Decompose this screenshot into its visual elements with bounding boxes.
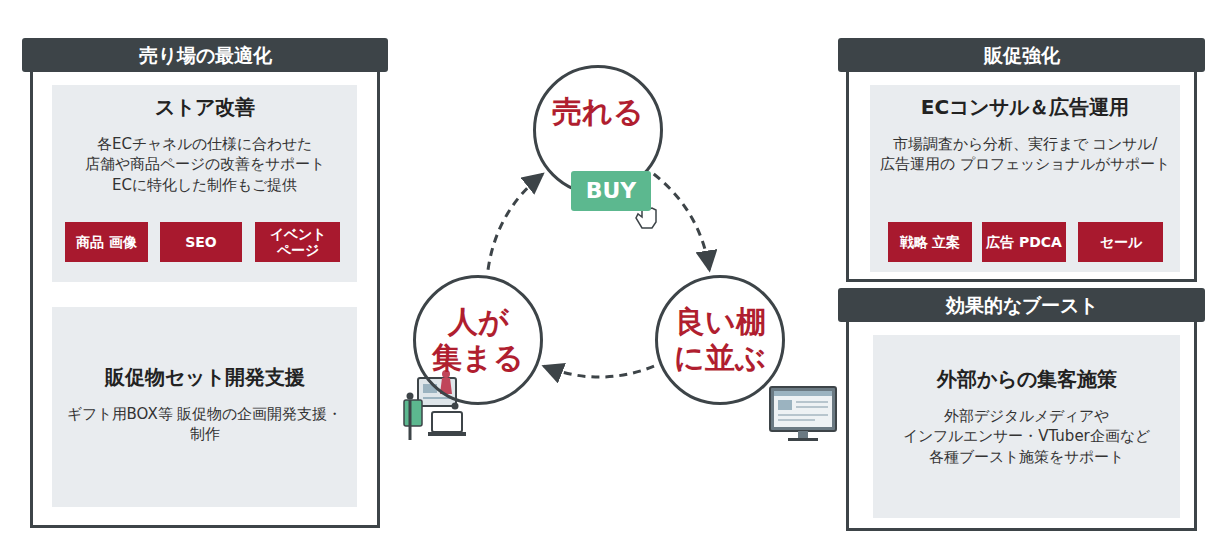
buy-button: BUY xyxy=(571,171,651,211)
box-body: ギフト用BOX等 販促物の企画開発支援・制作 xyxy=(52,404,357,445)
tag-label: イベント ページ xyxy=(255,226,340,258)
circle-label: 売れる xyxy=(552,94,644,130)
people-screens-icon xyxy=(404,370,466,440)
panel-heading: 効果的なブースト xyxy=(838,288,1205,322)
tag-label: SEO xyxy=(185,234,217,250)
cycle-circle: 売れるBUY xyxy=(533,65,663,195)
box-heading: 販促物セット開発支援 xyxy=(52,365,357,390)
tag-box: 商品 画像 xyxy=(65,222,148,262)
service-box: 販促物セット開発支援ギフト用BOX等 販促物の企画開発支援・制作 xyxy=(52,307,357,507)
circle-label: 人が 集まる xyxy=(416,304,540,376)
box-body: 各ECチャネルの仕様に合わせた 店舗や商品ページの改善をサポート ECに特化した… xyxy=(52,134,357,195)
panel-heading: 売り場の最適化 xyxy=(22,38,388,72)
tag-label: 広告 PDCA xyxy=(986,234,1062,250)
circle-label: 良い棚 に並ぶ xyxy=(658,304,782,376)
tag-label: 戦略 立案 xyxy=(900,234,961,250)
cycle-circle: 良い棚 に並ぶ xyxy=(655,275,785,405)
section-panel: 効果的なブースト外部からの集客施策外部デジタルメディアや インフルエンサー・VT… xyxy=(838,288,1205,531)
service-box: ECコンサル＆広告運用市場調査から分析、実行まで コンサル/広告運用の プロフェ… xyxy=(870,85,1180,272)
tag-box: セール xyxy=(1078,222,1163,262)
service-box: 外部からの集客施策外部デジタルメディアや インフルエンサー・VTuber企画など… xyxy=(873,335,1180,518)
monitor-icon xyxy=(770,387,836,441)
tag-label: セール xyxy=(1100,234,1142,250)
box-heading: 外部からの集客施策 xyxy=(873,367,1180,392)
button-label: BUY xyxy=(586,178,637,204)
cycle-arrow xyxy=(654,174,710,270)
tag-box: 広告 PDCA xyxy=(982,222,1066,262)
section-panel: 売り場の最適化ストア改善各ECチャネルの仕様に合わせた 店舗や商品ページの改善を… xyxy=(22,38,388,528)
tag-box: イベント ページ xyxy=(255,222,340,262)
box-body: 外部デジタルメディアや インフルエンサー・VTuber企画など 各種ブースト施策… xyxy=(873,406,1180,467)
cycle-arrow xyxy=(544,366,654,377)
section-panel: 販促強化 ECコンサル＆広告運用市場調査から分析、実行まで コンサル/広告運用の … xyxy=(838,38,1205,282)
panel-heading: 販促強化 xyxy=(838,38,1205,72)
box-body: 市場調査から分析、実行まで コンサル/広告運用の プロフェッショナルがサポート xyxy=(870,134,1180,175)
cycle-circle: 人が 集まる xyxy=(413,275,543,405)
box-heading: ECコンサル＆広告運用 xyxy=(870,95,1180,120)
tag-box: SEO xyxy=(160,222,242,262)
service-box: ストア改善各ECチャネルの仕様に合わせた 店舗や商品ページの改善をサポート EC… xyxy=(52,85,357,282)
cycle-arrow xyxy=(488,174,542,269)
tag-box: 戦略 立案 xyxy=(888,222,972,262)
tag-label: 商品 画像 xyxy=(76,234,137,250)
box-heading: ストア改善 xyxy=(52,95,357,120)
